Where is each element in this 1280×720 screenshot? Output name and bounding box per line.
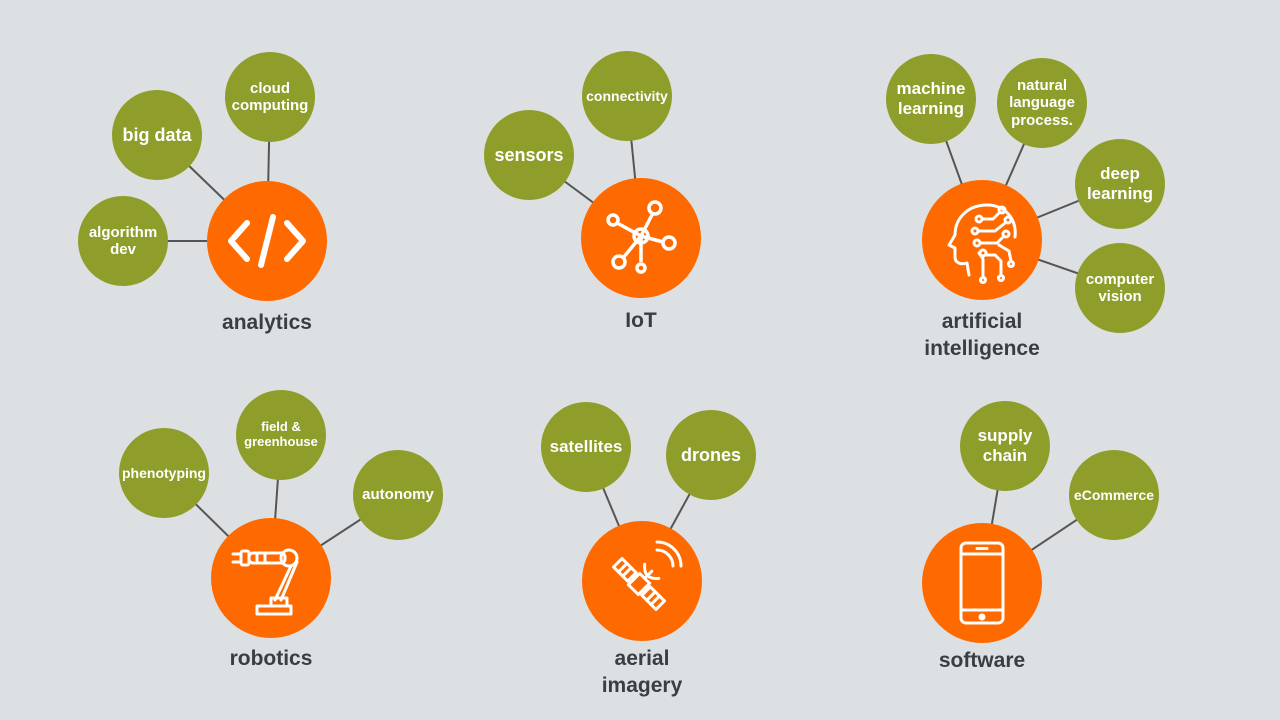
robotics-subtopic-bubble: field &greenhouse xyxy=(236,390,326,480)
robotics-subtopic-bubble: phenotyping xyxy=(119,428,209,518)
aerial-label: aerial imagery xyxy=(522,645,762,699)
bubble-text-line: big data xyxy=(122,124,192,145)
cluster-label-line: IoT xyxy=(625,309,657,332)
cluster-label-line: imagery xyxy=(601,674,683,697)
bubble-text-line: learning xyxy=(897,99,965,118)
bubble-text-line: drones xyxy=(680,444,741,465)
aerial-hub xyxy=(582,521,702,641)
cluster-label-line: intelligence xyxy=(924,337,1040,360)
bubble-text-line: machine xyxy=(896,79,966,99)
bubble-text-line: connectivity xyxy=(586,87,668,104)
cluster-label-line: aerial xyxy=(614,647,670,670)
bubble-text-line: chain xyxy=(982,446,1028,465)
bubble-text-line: phenotyping xyxy=(122,464,206,481)
iot-subtopic-bubble: sensors xyxy=(484,110,574,200)
software-label: software xyxy=(862,647,1102,674)
bubble-text-line: autonomy xyxy=(362,486,434,504)
cluster-label-line: artificial xyxy=(941,310,1023,333)
cluster-label-line: robotics xyxy=(229,647,313,670)
robot-arm-icon xyxy=(231,538,311,618)
ai-label: artificial intelligence xyxy=(862,308,1102,362)
software-subtopic-bubble: eCommerce xyxy=(1069,450,1159,540)
satellite-icon xyxy=(599,538,685,624)
bubble-text-line: dev xyxy=(110,241,136,258)
bubble-text-line: learning xyxy=(1086,184,1154,203)
bubble-text-line: vision xyxy=(1098,288,1142,305)
bubble-text-line: supply xyxy=(977,426,1033,446)
cluster-label-line: software xyxy=(938,649,1026,672)
analytics-hub xyxy=(207,181,327,301)
ai-hub xyxy=(922,180,1042,300)
bubble-text-line: deep xyxy=(1100,164,1140,184)
software-hub xyxy=(922,523,1042,643)
bubble-text-line: algorithm xyxy=(88,223,158,241)
bubble-text-line: field & xyxy=(261,419,301,435)
robotics-hub xyxy=(211,518,331,638)
robotics-label: robotics xyxy=(151,645,391,672)
bubble-text-line: satellites xyxy=(549,437,623,457)
bubble-text-line: process. xyxy=(1011,111,1073,129)
cluster-label-line: analytics xyxy=(222,311,312,334)
bubble-text-line: natural xyxy=(1016,77,1067,95)
bubble-text-line: cloud xyxy=(250,79,290,97)
smartphone-icon xyxy=(957,540,1007,626)
iot-hub xyxy=(581,178,701,298)
bubble-text-line: greenhouse xyxy=(244,434,318,449)
aerial-subtopic-bubble: satellites xyxy=(541,402,631,492)
bubble-text-line: sensors xyxy=(494,144,564,165)
ai-head-circuit-icon xyxy=(939,197,1025,284)
iot-label: IoT xyxy=(521,307,761,334)
network-hub-icon xyxy=(599,196,683,280)
analytics-label: analytics xyxy=(147,309,387,336)
aerial-subtopic-bubble: drones xyxy=(666,410,756,500)
analytics-subtopic-bubble: big data xyxy=(112,90,202,180)
iot-subtopic-bubble: connectivity xyxy=(582,51,672,141)
code-brackets-icon xyxy=(227,211,307,271)
bubble-text-line: eCommerce xyxy=(1073,486,1155,503)
bubble-text-line: computer xyxy=(1085,270,1155,288)
robotics-subtopic-bubble: autonomy xyxy=(353,450,443,540)
bubble-text-line: language xyxy=(1009,94,1075,112)
bubble-text-line: computing xyxy=(231,97,309,114)
